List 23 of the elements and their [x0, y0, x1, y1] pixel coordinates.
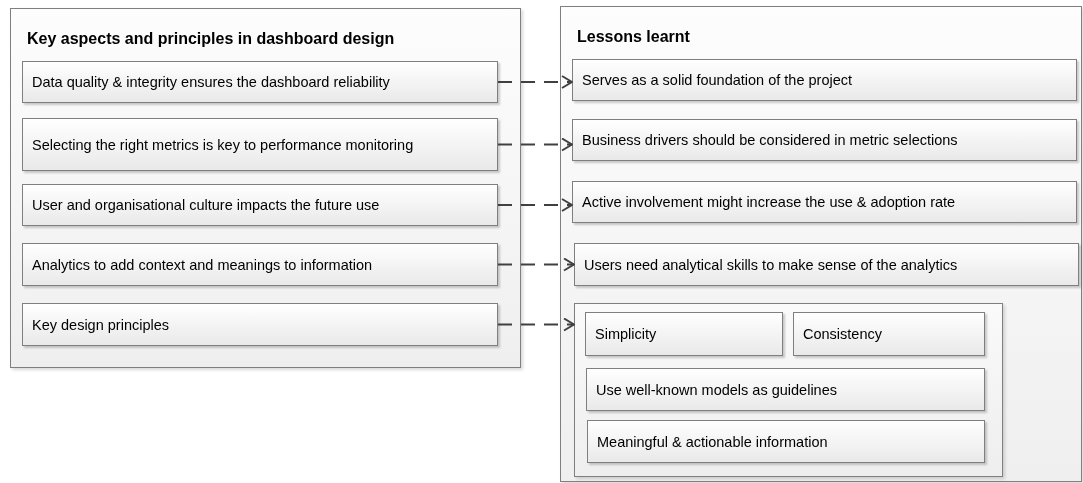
- text-box: Active involvement might increase the use & adoption rate: [572, 181, 1077, 223]
- panel: [10, 8, 521, 368]
- dashed-arrow: [497, 75, 573, 89]
- panel: [560, 6, 1082, 482]
- dashed-arrow: [497, 257, 575, 272]
- dashed-arrow: [497, 137, 573, 152]
- text-box: Meaningful & actionable information: [587, 420, 985, 463]
- text-box: Selecting the right metrics is key to performance monitoring: [22, 118, 498, 171]
- text-box: Consistency: [793, 312, 985, 356]
- dashed-arrow: [497, 317, 575, 332]
- dashed-arrow: [497, 198, 573, 212]
- group-box: [574, 303, 1003, 477]
- panel-heading: Lessons learnt: [577, 27, 690, 47]
- text-box: Serves as a solid foundation of the project: [572, 59, 1077, 101]
- text-box: Data quality & integrity ensures the dashboard reliability: [22, 61, 498, 103]
- text-box: Simplicity: [585, 312, 783, 356]
- text-box: Business drivers should be considered in metric selections: [572, 119, 1077, 161]
- text-box: Use well-known models as guidelines: [586, 368, 985, 411]
- panel-heading: Key aspects and principles in dashboard design: [27, 29, 395, 49]
- text-box: User and organisational culture impacts the future use: [22, 184, 498, 226]
- text-box: Analytics to add context and meanings to information: [22, 243, 498, 286]
- text-box: Users need analytical skills to make sense of the analytics: [574, 243, 1079, 286]
- text-box: Key design principles: [22, 303, 498, 346]
